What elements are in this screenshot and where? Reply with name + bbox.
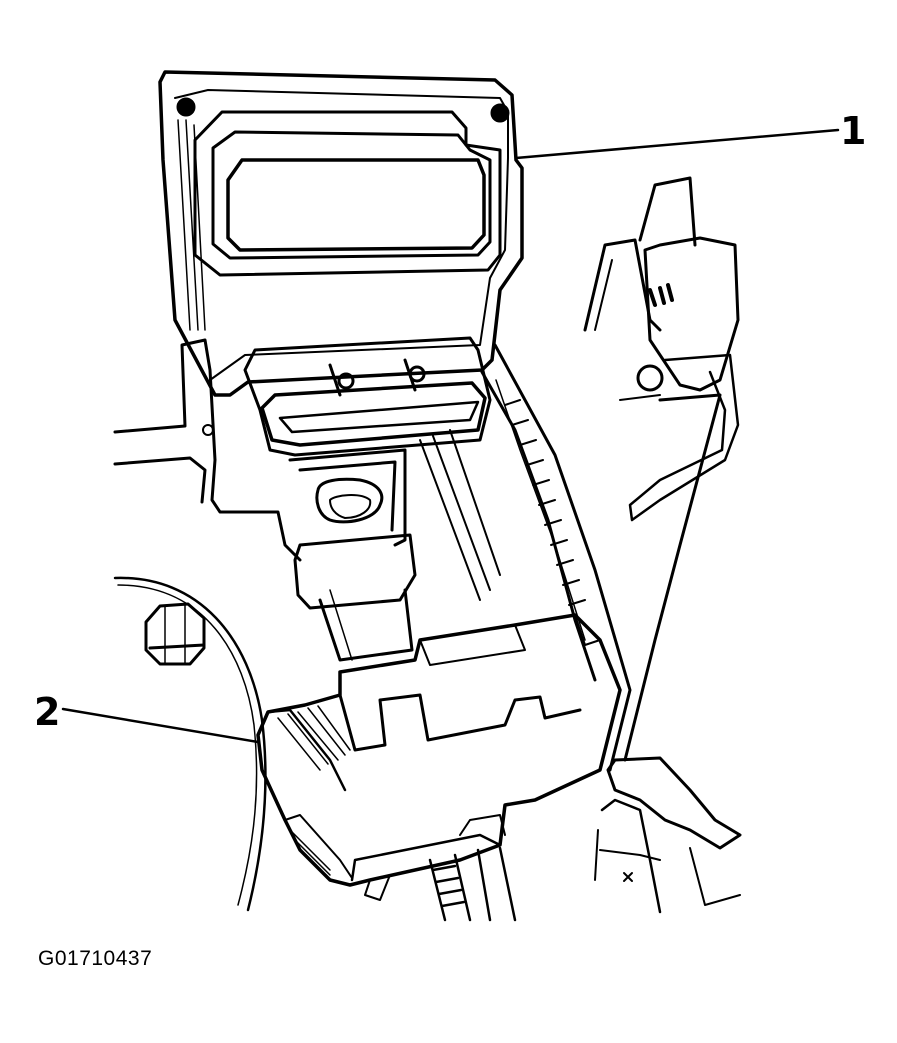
round-base-plate (115, 578, 265, 910)
module-connector (245, 338, 490, 455)
callout-leaders (63, 130, 838, 742)
wiring-connector (258, 615, 620, 900)
vertical-rod (585, 178, 740, 912)
support-arm (290, 450, 415, 660)
wire-harness (430, 848, 515, 920)
channel-tray (420, 345, 630, 770)
leader-line-1 (516, 130, 838, 158)
mounting-bracket (115, 340, 300, 560)
hex-bolt (146, 604, 204, 664)
callout-label-2: 2 (34, 690, 61, 734)
leader-line-2 (63, 709, 258, 742)
callout-label-1: 1 (840, 109, 867, 153)
figure-id: G01710437 (38, 947, 153, 970)
control-module-housing (160, 72, 522, 395)
